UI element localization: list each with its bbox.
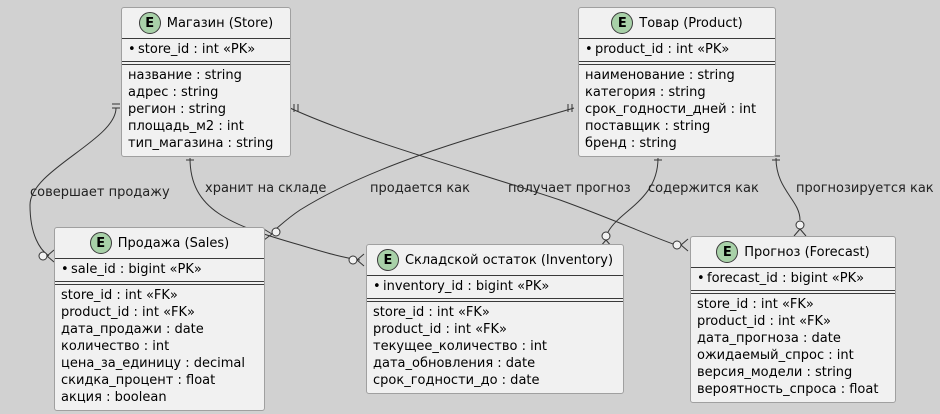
pk-bullet-icon: • — [585, 42, 593, 57]
attribute: текущее_количество : int — [373, 339, 548, 354]
entity-icon: E — [611, 12, 634, 34]
attribute-list: store_id : int «FK» product_id : int «FK… — [367, 302, 623, 393]
attribute: дата_прогноза : date — [697, 331, 841, 346]
attribute: store_id : int «FK» — [373, 305, 490, 320]
pk-bullet-icon: • — [61, 262, 69, 277]
relation-label-product-inventory: содержится как — [648, 181, 759, 196]
entity-title: Прогноз (Forecast) — [744, 244, 870, 260]
relation-store-forecast-line — [289, 107, 677, 246]
attribute-list: наименование : string категория : string… — [579, 65, 775, 156]
attribute-list: store_id : int «FK» product_id : int «FK… — [691, 294, 895, 402]
attribute: дата_обновления : date — [373, 356, 536, 371]
pk-bullet-icon: • — [128, 42, 136, 57]
entity-header: E Складской остаток (Inventory) — [367, 245, 623, 275]
attribute: наименование : string — [585, 68, 735, 83]
attribute: product_id : int «FK» — [373, 322, 507, 337]
attribute: тип_магазина : string — [128, 136, 274, 151]
attribute: адрес : string — [128, 85, 219, 100]
attribute: срок_годности_до : date — [373, 373, 540, 388]
attribute: скидка_процент : float — [61, 373, 216, 388]
relation-product-inventory-line — [607, 157, 659, 233]
attribute: бренд : string — [585, 136, 677, 151]
primary-key: •inventory_id : bigint «PK» — [373, 279, 550, 294]
attribute: product_id : int «FK» — [697, 314, 831, 329]
entity-sales[interactable]: E Продажа (Sales) •sale_id : bigint «PK»… — [54, 227, 265, 411]
attribute-list: store_id : int «FK» product_id : int «FK… — [55, 285, 264, 410]
entity-header: E Продажа (Sales) — [55, 228, 264, 258]
attribute: акция : boolean — [61, 390, 167, 405]
entity-icon: E — [89, 232, 112, 254]
entity-product[interactable]: E Товар (Product) •product_id : int «PK»… — [578, 7, 776, 157]
attribute: название : string — [128, 68, 242, 83]
attribute: дата_продажи : date — [61, 322, 204, 337]
pk-bullet-icon: • — [373, 279, 381, 294]
attribute: срок_годности_дней : int — [585, 102, 757, 117]
attribute: ожидаемый_спрос : int — [697, 348, 854, 363]
entity-header: E Товар (Product) — [579, 8, 775, 38]
entity-icon: E — [138, 12, 161, 34]
attribute: категория : string — [585, 85, 706, 100]
entity-icon: E — [716, 241, 739, 263]
entity-title: Магазин (Store) — [166, 15, 274, 31]
entity-header: E Прогноз (Forecast) — [691, 237, 895, 267]
attribute: store_id : int «FK» — [61, 288, 178, 303]
entity-title: Продажа (Sales) — [117, 235, 230, 251]
entity-inventory[interactable]: E Складской остаток (Inventory) •invento… — [366, 244, 624, 394]
primary-key: •store_id : int «PK» — [128, 42, 256, 57]
entity-icon: E — [376, 249, 399, 271]
relation-label-product-forecast: прогнозируется как — [796, 181, 934, 196]
attribute: store_id : int «FK» — [697, 297, 814, 312]
attribute: цена_за_единицу : decimal — [61, 356, 246, 371]
entity-store[interactable]: E Магазин (Store) •store_id : int «PK» н… — [121, 7, 291, 157]
primary-key: •product_id : int «PK» — [585, 42, 730, 57]
attribute: product_id : int «FK» — [61, 305, 195, 320]
attribute: поставщик : string — [585, 119, 711, 134]
attribute: версия_модели : string — [697, 365, 853, 380]
pk-bullet-icon: • — [697, 271, 705, 286]
entity-title: Складской остаток (Inventory) — [404, 252, 614, 268]
relation-label-store-sales: совершает продажу — [30, 185, 170, 200]
primary-key: •forecast_id : bigint «PK» — [697, 271, 865, 286]
attribute: площадь_м2 : int — [128, 119, 244, 134]
relation-product-forecast-line — [775, 157, 801, 221]
attribute: количество : int — [61, 339, 170, 354]
relation-label-store-forecast: получает прогноз — [508, 181, 631, 196]
entity-forecast[interactable]: E Прогноз (Forecast) •forecast_id : bigi… — [690, 236, 896, 403]
entity-header: E Магазин (Store) — [122, 8, 290, 38]
attribute: регион : string — [128, 102, 226, 117]
entity-title: Товар (Product) — [639, 15, 743, 31]
relation-store-sales-line — [29, 107, 117, 257]
relation-label-store-inventory: хранит на складе — [205, 181, 327, 196]
primary-key: •sale_id : bigint «PK» — [61, 262, 202, 277]
relation-store-inventory-line — [189, 157, 361, 261]
attribute-list: название : string адрес : string регион … — [122, 65, 290, 156]
relation-product-sales-line — [271, 107, 575, 233]
relation-label-product-sales: продается как — [370, 181, 471, 196]
attribute: вероятность_спроса : float — [697, 382, 879, 397]
